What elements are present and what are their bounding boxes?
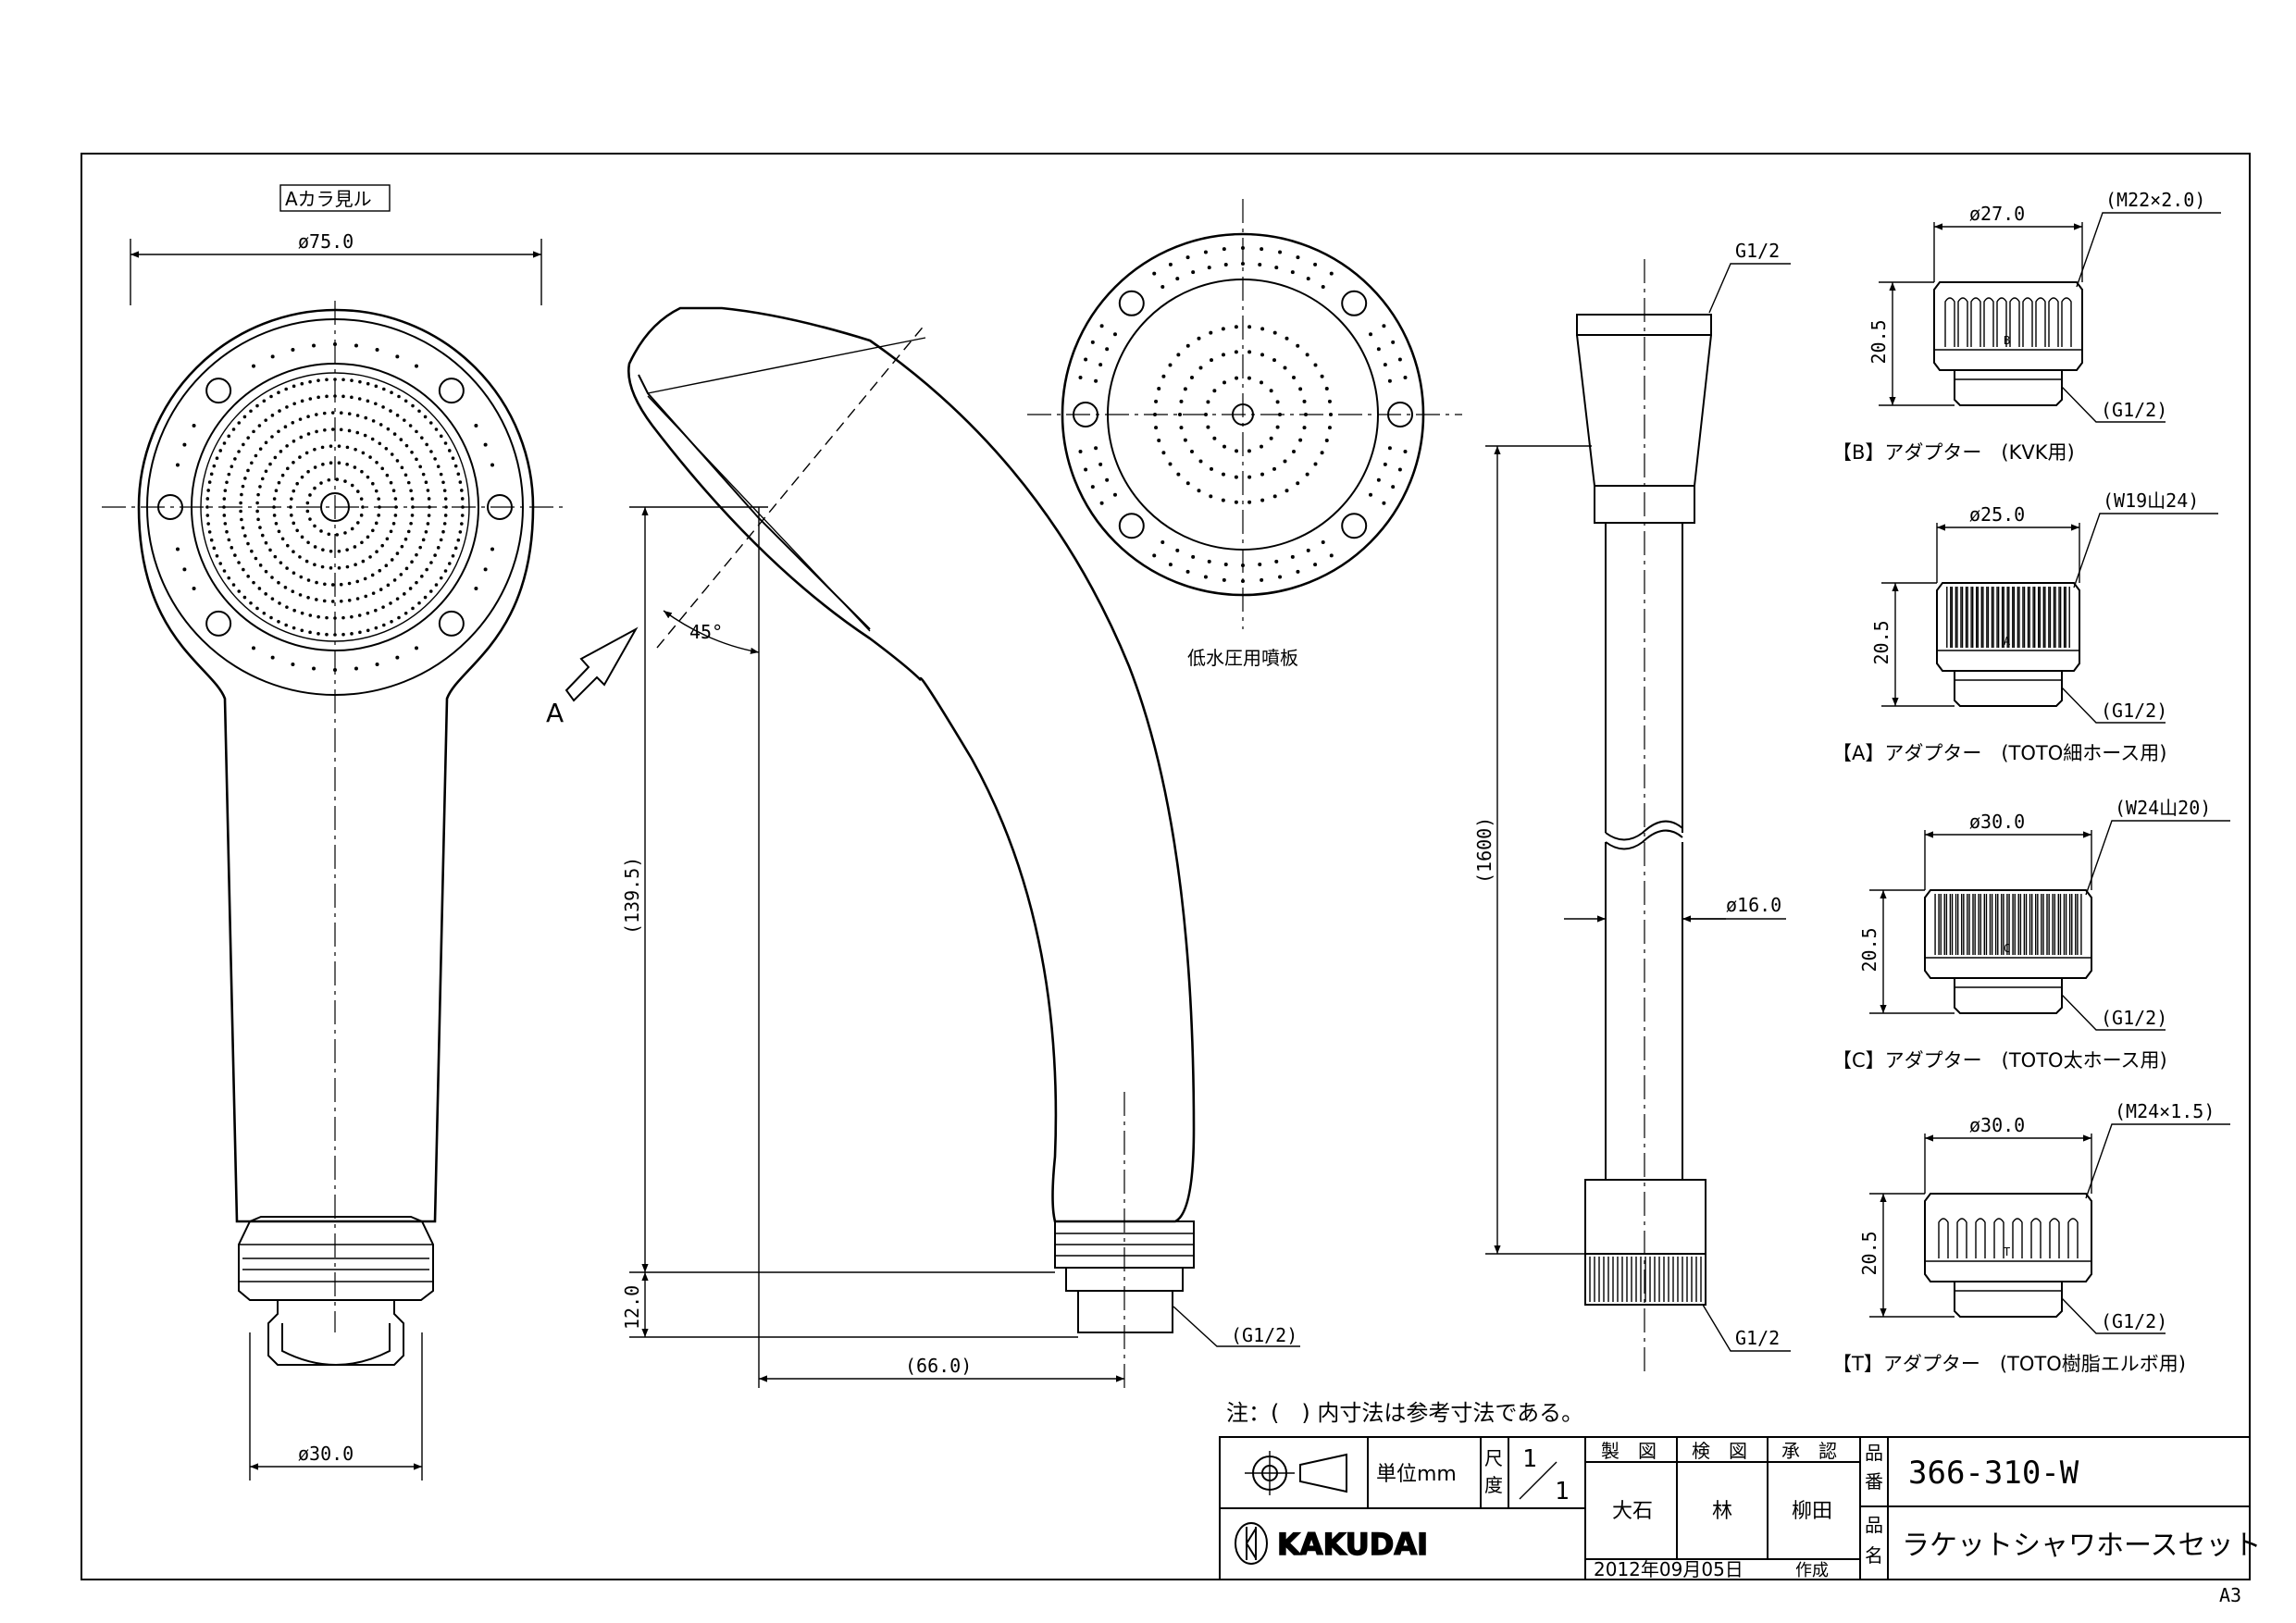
adapter-height: 20.5 (1858, 927, 1880, 972)
adapter-caption: 【B】アダプター (KVK用) (1832, 441, 2075, 464)
plate-hole (1118, 513, 1145, 539)
date-suffix: 作成 (1795, 1561, 1829, 1580)
plate-hole (1118, 290, 1145, 316)
adapter-a: ø25.0A 20.5 (W19山24) (G1/2) 【A】アダプター (TOTO細ホ… (1832, 489, 2218, 764)
dim-outer-diameter: ø75.0 (298, 230, 354, 253)
role-approved: 承 認 (1781, 1440, 1837, 1462)
projection-symbol (1245, 1451, 1347, 1495)
approver-name: 柳田 (1792, 1500, 1832, 1523)
spray-hole (205, 610, 232, 637)
checker-name: 林 (1712, 1500, 1732, 1523)
dim-neck-diameter: ø30.0 (298, 1443, 354, 1465)
spray-plate-view: 低水圧用噴板 (1027, 199, 1462, 669)
view-label-box (279, 184, 391, 212)
adapter-thread: (W19山24) (2103, 489, 2199, 512)
adapter-diameter: ø25.0 (1969, 503, 2025, 526)
part-no-label: 品 (1865, 1442, 1883, 1464)
adapter-diameter: ø30.0 (1969, 1114, 2025, 1136)
adapter-c: ø30.0C 20.5 (W24山20) (G1/2) 【C】アダプター (TOTO太ホ… (1832, 797, 2230, 1072)
adapter-caption: 【A】アダプター (TOTO細ホース用) (1832, 742, 2166, 764)
adapter-views: ø27.0B 20.5 (M22×2.0) (G1/2) 【B】アダプター (KVK用)… (1832, 189, 2230, 1375)
view-direction-arrow (565, 626, 639, 702)
spray-hole (438, 378, 465, 404)
spray-hole (438, 610, 465, 637)
sheet-border (81, 153, 2251, 1580)
front-view: Aカラ見ル ø75.0 ø30.0 (102, 184, 568, 1481)
side-view: 45° A (139.5) 12.0 (66.0) (G1/2) (546, 306, 1300, 1388)
hose-length: (1600) (1473, 817, 1496, 884)
adapter-mark: A (2004, 635, 2011, 648)
adapter-height: 20.5 (1868, 319, 1890, 364)
part-name-label-2: 名 (1865, 1544, 1883, 1567)
dim-thread-length: 12.0 (621, 1285, 643, 1330)
adapter-caption: 【C】アダプター (TOTO太ホース用) (1832, 1049, 2167, 1072)
adapter-b: ø27.0B 20.5 (M22×2.0) (G1/2) 【B】アダプター (KVK用) (1832, 189, 2221, 464)
view-arrow-label: A (546, 698, 564, 728)
part-name: ラケットシャワホースセット (1902, 1530, 2262, 1562)
role-checked: 検 図 (1692, 1440, 1747, 1462)
thread-label: (G1/2) (1231, 1324, 1297, 1346)
hose-diameter: ø16.0 (1726, 894, 1781, 916)
spray-hole (205, 378, 232, 404)
adapter-diameter: ø27.0 (1969, 203, 2025, 225)
role-drafted: 製 図 (1601, 1440, 1657, 1462)
unit-label: 単位mm (1376, 1463, 1457, 1486)
drafter-name: 大石 (1612, 1500, 1653, 1523)
plate-hole (1341, 290, 1368, 316)
part-no-label-2: 番 (1865, 1470, 1883, 1493)
adapter-thread: (M22×2.0) (2105, 189, 2205, 211)
hose-view: G1/2 G1/2 (1600) ø16.0 (1473, 240, 1791, 1374)
title-block: 単位mm 尺 度 1 1 製 図 検 図 承 認 大石 林 柳田 2012年09… (1219, 1436, 2262, 1580)
adapter-t: ø30.0T 20.5 (M24×1.5) (G1/2) 【T】アダプター (TOTO樹… (1832, 1100, 2230, 1375)
angle-label: 45° (689, 621, 723, 643)
adapter-thread: (W24山20) (2115, 797, 2211, 819)
scale-label: 尺 (1484, 1447, 1503, 1469)
kakudai-logo: KAKUDAI (1235, 1522, 1429, 1565)
adapter-height: 20.5 (1870, 620, 1893, 664)
scale-label-2: 度 (1484, 1474, 1503, 1496)
scale-denominator: 1 (1555, 1478, 1570, 1505)
scale-numerator: 1 (1522, 1445, 1537, 1473)
adapter-thread: (M24×1.5) (2115, 1100, 2215, 1122)
hose-connector (238, 1216, 434, 1301)
drawing-date: 2012年09月05日 (1594, 1558, 1744, 1580)
adapter-height: 20.5 (1858, 1231, 1880, 1275)
shower-head-outline (137, 308, 535, 1223)
sheet-size-label: A3 (2219, 1584, 2241, 1606)
adapter-caption: 【T】アダプター (TOTO樹脂エルボ用) (1832, 1353, 2186, 1375)
part-name-label: 品 (1865, 1514, 1883, 1536)
hose-bottom-thread: G1/2 (1735, 1327, 1780, 1349)
adapter-bottom-thread: (G1/2) (2101, 1310, 2167, 1332)
brand-name: KAKUDAI (1277, 1527, 1428, 1562)
adapter-mark: T (2004, 1245, 2010, 1258)
plate-caption: 低水圧用噴板 (1187, 647, 1298, 669)
part-number: 366-310-W (1908, 1455, 2079, 1492)
adapter-bottom-thread: (G1/2) (2101, 1007, 2167, 1029)
adapter-bottom-thread: (G1/2) (2101, 700, 2167, 722)
plate-hole (1341, 513, 1368, 539)
dim-height: (139.5) (621, 857, 643, 935)
adapter-diameter: ø30.0 (1969, 811, 2025, 833)
shower-side-outline (627, 306, 1196, 1223)
dim-offset: (66.0) (905, 1355, 972, 1377)
reference-note: 注：( ) 内寸法は参考寸法である。 (1226, 1400, 1583, 1426)
view-label: Aカラ見ル (285, 188, 372, 210)
adapter-mark: C (2004, 942, 2010, 955)
hose-top-thread: G1/2 (1735, 240, 1780, 262)
adapter-mark: B (2004, 334, 2010, 347)
hose-nut-bottom (1584, 1179, 1706, 1255)
adapter-bottom-thread: (G1/2) (2101, 399, 2167, 421)
